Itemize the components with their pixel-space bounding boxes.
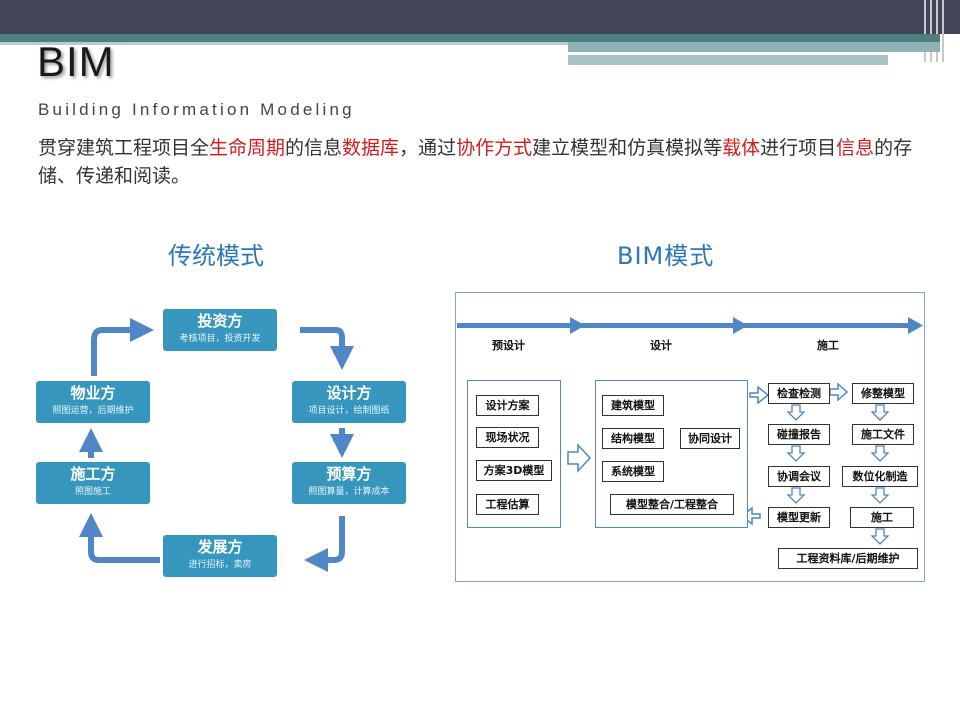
design-item-collab: 协同设计 <box>680 428 740 449</box>
desc-text: 的信息 <box>285 137 343 159</box>
highlight-text: 数据库 <box>342 137 400 159</box>
desc-text: 的存储、传递和阅读。 <box>38 137 913 187</box>
design-item-integrate: 模型整合/工程整合 <box>610 494 734 515</box>
build-left-item: 模型更新 <box>768 507 830 528</box>
phase-design: 设计 <box>650 339 672 352</box>
build-left-item: 碰撞报告 <box>768 424 830 445</box>
accent-bar <box>0 34 940 42</box>
build-right-item: 施工文件 <box>852 424 914 445</box>
phase-build: 施工 <box>817 339 839 352</box>
pre-item: 工程估算 <box>476 494 539 515</box>
desc-text: ，通过 <box>399 137 457 159</box>
top-bar-stripes <box>922 0 952 62</box>
design-item-arch: 建筑模型 <box>602 395 664 416</box>
timeline-arrow-3 <box>908 317 923 334</box>
desc-text: 贯穿建筑工程项目全 <box>38 137 210 159</box>
build-left-item: 协调会议 <box>768 466 830 487</box>
timeline-arrow-2 <box>733 317 748 334</box>
highlight-text: 载体 <box>722 137 761 159</box>
desc-text: 建立模型和仿真模拟等 <box>532 137 723 159</box>
arrow-property-investor <box>91 318 154 376</box>
accent-line <box>0 42 568 45</box>
traditional-heading: 传统模式 <box>168 242 264 270</box>
highlight-text: 生命周期 <box>209 137 286 159</box>
down-arrow-r4 <box>870 528 890 545</box>
accent-bar-right <box>568 42 940 52</box>
hollow-arrow-build-cross <box>829 382 849 402</box>
arrow-budget-developer <box>304 516 345 572</box>
down-arrow-l1 <box>786 404 806 421</box>
build-left-item: 检查检测 <box>768 383 830 404</box>
page-title: BIM <box>37 38 115 85</box>
accent-bar-right-lower <box>568 55 888 65</box>
hollow-arrow-pre-design <box>567 443 592 473</box>
highlight-text: 协作方式 <box>456 137 533 159</box>
arrow-investor-designer <box>300 327 354 370</box>
hollow-arrow-design-build <box>749 385 770 405</box>
down-arrow-r2 <box>870 445 890 462</box>
arrow-developer-builder <box>79 513 160 563</box>
down-arrow-l3 <box>786 487 806 504</box>
design-item-struct: 结构模型 <box>602 428 664 449</box>
timeline-bar <box>457 323 912 328</box>
phase-pre: 预设计 <box>492 339 525 352</box>
investor-box: 投资方 考核项目，投资开发 <box>163 309 277 351</box>
budget-box: 预算方 照图算量，计算成本 <box>292 462 406 504</box>
build-final-item: 工程资料库/后期维护 <box>778 548 918 569</box>
build-right-item: 数位化制造 <box>842 466 918 487</box>
bim-frame <box>455 292 925 582</box>
pre-item: 方案3D模型 <box>476 460 552 481</box>
top-bar <box>0 0 960 34</box>
build-right-item: 施工 <box>850 507 914 528</box>
build-right-item: 修整模型 <box>852 383 914 404</box>
developer-box: 发展方 进行招标，卖房 <box>163 535 277 577</box>
description: 贯穿建筑工程项目全生命周期的信息数据库，通过协作方式建立模型和仿真模拟等载体进行… <box>38 134 918 190</box>
highlight-text: 信息 <box>836 137 875 159</box>
property-box: 物业方 照图运营，后期维护 <box>36 381 150 423</box>
design-item-system: 系统模型 <box>602 461 664 482</box>
bim-heading: BIM模式 <box>617 242 715 270</box>
down-arrow-l2 <box>786 445 806 462</box>
down-arrow-r1 <box>870 404 890 421</box>
builder-box: 施工方 照图施工 <box>36 462 150 504</box>
pre-item: 设计方案 <box>476 395 539 416</box>
down-arrow-r3 <box>870 487 890 504</box>
desc-text: 进行项目 <box>760 137 837 159</box>
pre-item: 现场状况 <box>476 427 539 448</box>
page-subtitle: Building Information Modeling <box>38 100 355 119</box>
timeline-arrow-1 <box>570 317 585 334</box>
designer-box: 设计方 项目设计，绘制图纸 <box>292 381 406 423</box>
